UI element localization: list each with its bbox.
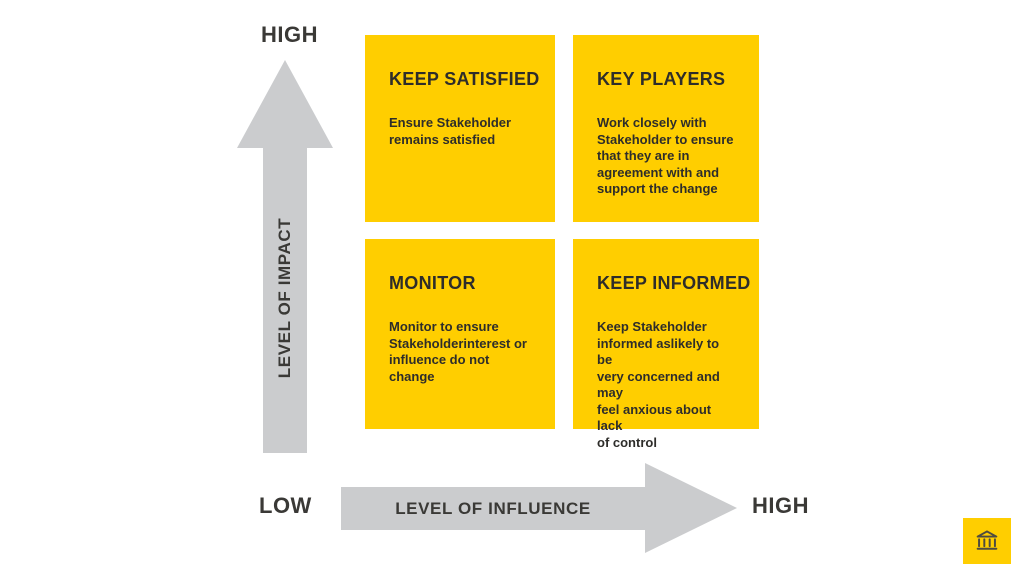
quadrant-description-key-players: Work closely with Stakeholder to ensure … [597,115,734,196]
bank-icon [973,527,1001,555]
quadrant-keep-informed: KEEP INFORMED Keep Stakeholder informed … [573,239,759,450]
quadrant-title-keep-satisfied: KEEP SATISFIED [389,69,540,89]
quadrant-description-keep-informed: Keep Stakeholder informed aslikely to be… [597,319,720,450]
x-axis-label: LEVEL OF INFLUENCE [395,498,591,518]
quadrant-description-keep-satisfied: Ensure Stakeholder remains satisfied [389,115,512,147]
quadrant-monitor: MONITOR Monitor to ensure Stakeholderint… [365,239,555,429]
y-axis-label: LEVEL OF IMPACT [275,217,294,379]
x-axis-low-label: LOW [259,493,312,518]
quadrant-title-monitor: MONITOR [389,273,476,293]
quadrant-title-keep-informed: KEEP INFORMED [597,273,751,293]
quadrant-description-monitor: Monitor to ensure Stakeholderinterest or… [389,319,527,384]
quadrant-key-players: KEY PLAYERS Work closely with Stakeholde… [573,35,759,222]
quadrant-keep-satisfied: KEEP SATISFIED Ensure Stakeholder remain… [365,35,555,222]
x-axis-high-label: HIGH [752,493,809,518]
x-axis-arrow-head [645,463,737,553]
logo-badge [963,518,1011,564]
y-axis-arrow-shaft [263,148,307,453]
y-axis-high-label: HIGH [261,22,318,47]
quadrant-title-key-players: KEY PLAYERS [597,69,726,89]
y-axis-arrow-head [237,60,333,148]
x-axis-arrow-shaft: LEVEL OF INFLUENCE [341,487,645,530]
